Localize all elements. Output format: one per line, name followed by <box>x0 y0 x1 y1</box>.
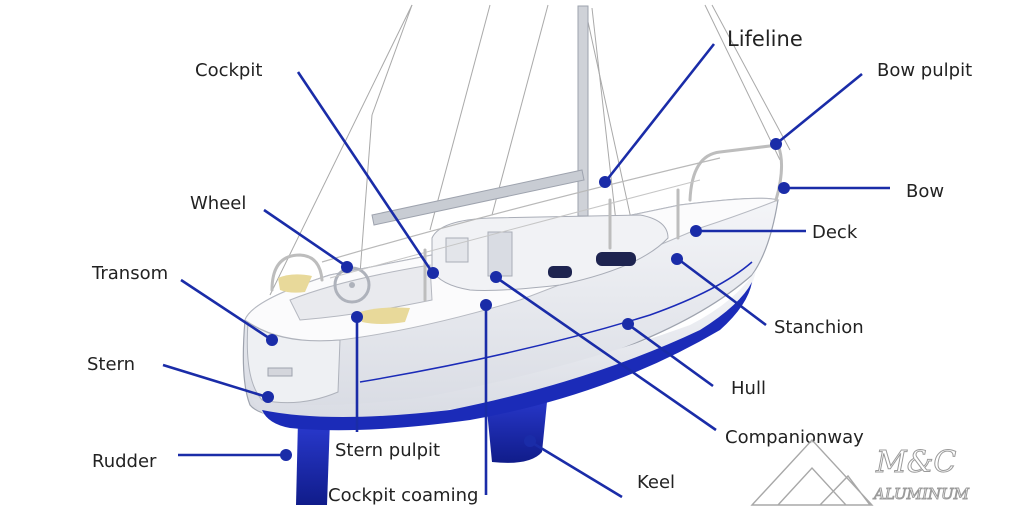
leader-lifeline <box>606 44 714 181</box>
leader-keel <box>531 442 622 497</box>
label-stanchion: Stanchion <box>774 317 864 338</box>
label-transom: Transom <box>91 263 168 284</box>
rudder-shape <box>296 420 330 505</box>
portlight-1 <box>548 266 572 278</box>
leader-wheel <box>264 210 346 266</box>
dot-stern <box>262 391 274 403</box>
label-deck: Deck <box>812 222 858 243</box>
dot-stern-pulpit <box>351 311 363 323</box>
label-cockpit: Cockpit <box>195 60 262 81</box>
dot-bow <box>778 182 790 194</box>
companionway-hatch <box>488 232 512 276</box>
dot-deck <box>690 225 702 237</box>
dot-cockpit <box>427 267 439 279</box>
dot-keel <box>524 435 536 447</box>
label-stern: Stern <box>87 354 135 375</box>
mast <box>578 6 588 216</box>
label-rudder: Rudder <box>92 451 157 472</box>
dot-companionway <box>490 271 502 283</box>
swim-step <box>268 368 292 376</box>
portlight-2 <box>596 252 636 266</box>
label-bow: Bow <box>906 181 944 202</box>
dot-stanchion <box>671 253 683 265</box>
label-lifeline: Lifeline <box>727 27 803 51</box>
dot-lifeline <box>599 176 611 188</box>
logo-mark <box>752 440 872 505</box>
dot-bow-pulpit <box>770 138 782 150</box>
label-bow-pulpit: Bow pulpit <box>877 60 972 81</box>
label-cockpit-coaming: Cockpit coaming <box>328 485 478 506</box>
label-wheel: Wheel <box>190 193 246 214</box>
dot-transom <box>266 334 278 346</box>
dot-hull <box>622 318 634 330</box>
brand-logo: M&C ALUMINUM <box>752 440 970 505</box>
dot-wheel <box>341 261 353 273</box>
leader-bow-pulpit <box>776 74 862 144</box>
dot-rudder <box>280 449 292 461</box>
bow-pulpit-rail <box>690 145 782 200</box>
label-keel: Keel <box>637 472 675 493</box>
logo-line-1: M&C <box>875 445 956 480</box>
label-stern-pulpit: Stern pulpit <box>335 440 440 461</box>
logo-line-2: ALUMINUM <box>872 485 970 503</box>
label-companionway: Companionway <box>725 427 864 448</box>
dot-cockpit-coaming <box>480 299 492 311</box>
sailboat-illustration <box>243 5 790 505</box>
label-hull: Hull <box>731 378 766 399</box>
